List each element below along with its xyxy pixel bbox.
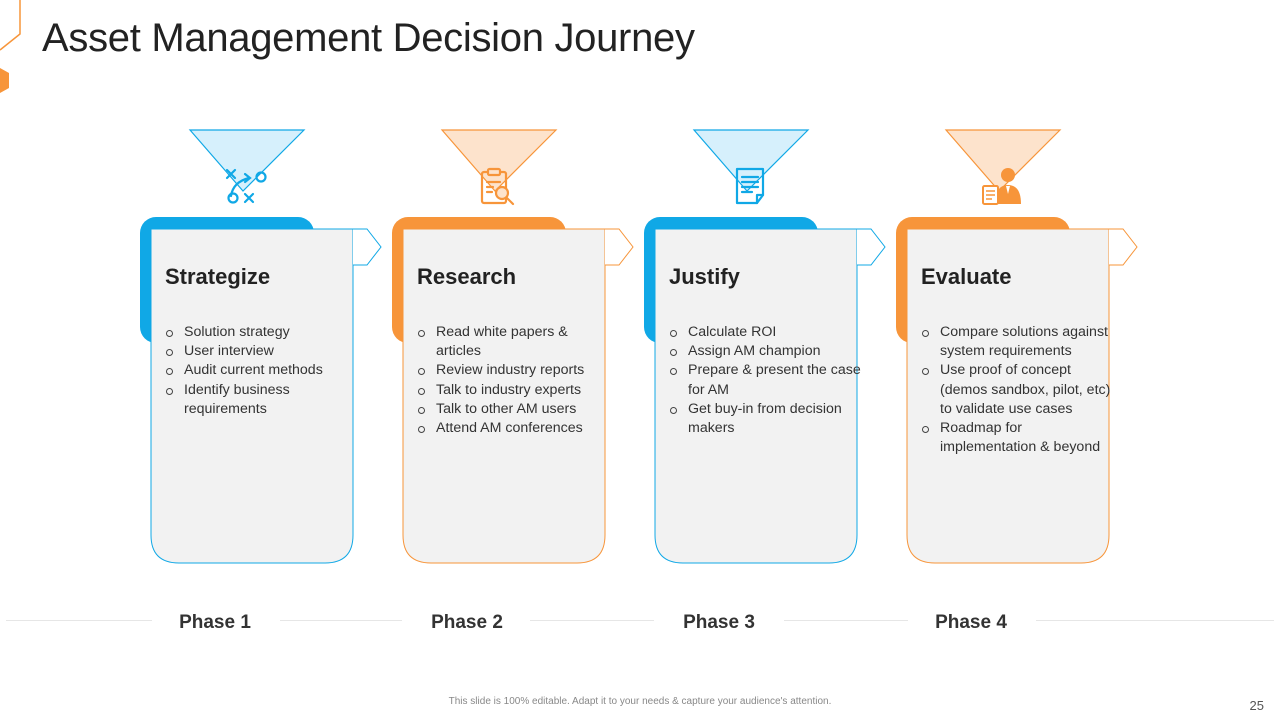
corner-hexagon-decoration: [0, 0, 21, 93]
phase-item-list: Solution strategy User interview Audit c…: [165, 323, 357, 419]
phase-card-evaluate: Evaluate Compare solutions against syste…: [896, 129, 1138, 570]
phase-label-2: Phase 2: [431, 612, 503, 633]
phase-title: Research: [417, 264, 517, 289]
phase-label-4: Phase 4: [935, 612, 1007, 633]
list-item: Roadmap for implementation & beyond: [921, 419, 1113, 457]
list-item: Compare solutions against system require…: [921, 323, 1113, 361]
evaluator-person-icon: [982, 168, 1021, 205]
list-item: Talk to other AM users: [417, 400, 609, 419]
clipboard-search-icon: [480, 167, 515, 206]
phase-title: Evaluate: [921, 264, 1012, 289]
phase-card-strategize: Strategize Solution strategy User interv…: [140, 129, 382, 570]
document-icon: [735, 167, 765, 205]
list-item: Identify business requirements: [165, 381, 357, 419]
list-item: Use proof of concept (demos sandbox, pil…: [921, 361, 1113, 419]
footer-note: This slide is 100% editable. Adapt it to…: [448, 696, 832, 707]
page-title: Asset Management Decision Journey: [42, 16, 695, 60]
list-item: User interview: [165, 342, 357, 361]
list-item: Solution strategy: [165, 323, 357, 342]
phase-label-3: Phase 3: [683, 612, 755, 633]
card-shape: [140, 129, 382, 564]
timeline-divider: [1036, 620, 1274, 621]
list-item: Review industry reports: [417, 361, 609, 380]
card-shape: [392, 129, 634, 564]
list-item: Audit current methods: [165, 361, 357, 380]
timeline-divider: [530, 620, 654, 621]
page-number: 25: [1249, 698, 1264, 713]
timeline-divider: [784, 620, 908, 621]
list-item: Assign AM champion: [669, 342, 861, 361]
list-item: Read white papers & articles: [417, 323, 609, 361]
card-shape: [644, 129, 886, 564]
phase-card-justify: Justify Calculate ROI Assign AM champion…: [644, 129, 886, 570]
phase-title: Strategize: [165, 264, 271, 289]
card-shape: [896, 129, 1138, 564]
strategy-play-icon: [225, 168, 267, 204]
list-item: Attend AM conferences: [417, 419, 609, 438]
phase-title: Justify: [669, 264, 740, 289]
list-item: Prepare & present the case for AM: [669, 361, 861, 399]
list-item: Get buy-in from decision makers: [669, 400, 861, 438]
list-item: Calculate ROI: [669, 323, 861, 342]
phase-item-list: Compare solutions against system require…: [921, 323, 1113, 457]
timeline-divider: [6, 620, 152, 621]
phase-label-1: Phase 1: [179, 612, 251, 633]
phase-item-list: Read white papers & articles Review indu…: [417, 323, 609, 438]
list-item: Talk to industry experts: [417, 381, 609, 400]
phase-item-list: Calculate ROI Assign AM champion Prepare…: [669, 323, 861, 438]
phase-card-research: Research Read white papers & articles Re…: [392, 129, 634, 570]
timeline-divider: [280, 620, 402, 621]
